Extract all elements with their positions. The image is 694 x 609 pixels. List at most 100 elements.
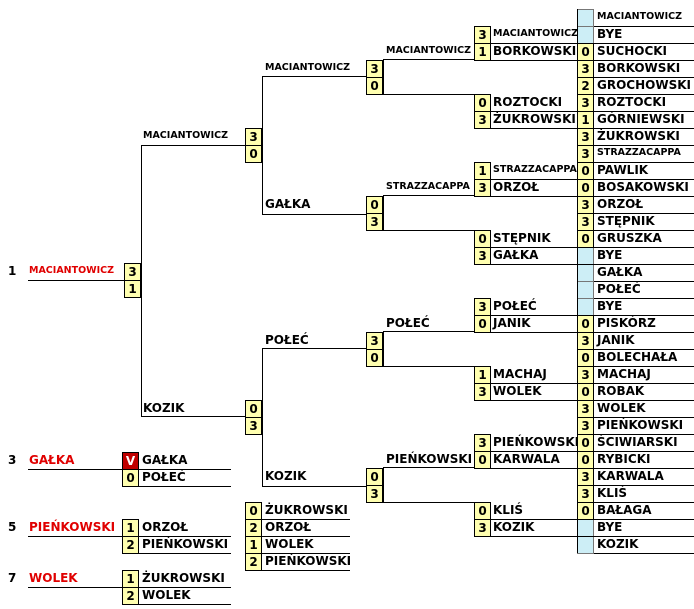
r1-score: 3 — [577, 94, 594, 112]
bracket-line — [262, 214, 366, 215]
r1-line — [594, 213, 694, 214]
competitor-name: KOZIK — [493, 520, 535, 534]
score-box: 3 — [245, 128, 262, 146]
bracket-line — [383, 59, 384, 95]
r1-line — [594, 196, 694, 197]
r1-score: 3 — [577, 332, 594, 350]
finalist-name: MACIANTOWICZ — [143, 130, 229, 141]
r1-score — [577, 281, 594, 299]
advancing-name: POŁEĆ — [386, 316, 430, 330]
final-score: 3 — [124, 263, 141, 281]
score-box: 0 — [366, 468, 383, 486]
score-box: 0 — [474, 451, 491, 469]
r1-competitor: KLIŚ — [597, 486, 628, 500]
competitor-name: GAŁKA — [493, 248, 539, 262]
bracket-line — [383, 331, 384, 367]
r1-line — [594, 434, 694, 435]
semifinal-name: POŁEĆ — [265, 333, 309, 347]
r1-score: 3 — [577, 145, 594, 163]
bracket-line — [491, 247, 594, 248]
bracket-line — [28, 587, 122, 588]
r1-score: 3 — [577, 128, 594, 146]
r1-competitor: KARWALA — [597, 469, 664, 483]
bracket-line — [383, 467, 384, 503]
r1-score: 3 — [577, 468, 594, 486]
r1-competitor: MACIANTOWICZ — [597, 11, 683, 22]
bracket-line — [139, 469, 231, 470]
place-number: 7 — [8, 571, 17, 585]
r1-line — [594, 451, 694, 452]
score-box: 3 — [366, 485, 383, 503]
r1-competitor: POŁEĆ — [597, 282, 641, 296]
competitor-name: ŻUKROWSKI — [142, 571, 225, 585]
score-box: 3 — [474, 519, 491, 537]
bracket-line — [141, 145, 142, 417]
r1-competitor: BORKOWSKI — [597, 61, 681, 75]
r1-score: 0 — [577, 179, 594, 197]
bracket-line — [383, 59, 474, 60]
bracket-line — [491, 383, 594, 384]
r1-competitor: GRUSZKA — [597, 231, 662, 245]
competitor-name: KLIŚ — [493, 503, 524, 517]
bracket-line — [491, 264, 594, 265]
r1-score — [577, 264, 594, 282]
r1-competitor: PAWLIK — [597, 163, 649, 177]
r1-line — [594, 230, 694, 231]
competitor-name: GAŁKA — [142, 453, 188, 467]
r1-competitor: STRAZZACAPPA — [597, 147, 681, 158]
bracket-line — [491, 451, 594, 452]
r1-competitor: BYE — [597, 27, 623, 41]
score-box: 3 — [474, 383, 491, 401]
score-box: 0 — [474, 230, 491, 248]
r1-score: 2 — [577, 77, 594, 95]
winner-line — [28, 280, 124, 281]
competitor-name: POŁEĆ — [142, 470, 186, 484]
r1-line — [594, 145, 694, 146]
bracket-line — [262, 553, 350, 554]
bracket-line — [491, 196, 594, 197]
competitor-name: POŁEĆ — [493, 299, 537, 313]
r1-score — [577, 247, 594, 265]
competitor-name: ŻUKROWSKI — [493, 112, 576, 126]
score-box: 1 — [474, 162, 491, 180]
competitor-name: WOLEK — [493, 384, 542, 398]
bracket-line — [491, 468, 594, 469]
r1-score: 0 — [577, 230, 594, 248]
advancing-name: PIEŃKOWSKI — [386, 452, 473, 466]
score-box: 2 — [245, 519, 262, 537]
bracket-line — [139, 587, 231, 588]
competitor-name: JANIK — [493, 316, 531, 330]
score-box: 3 — [474, 434, 491, 452]
score-box: 0 — [245, 400, 262, 418]
r1-score: 1 — [577, 111, 594, 129]
r1-score: 3 — [577, 366, 594, 384]
r1-line — [594, 553, 694, 554]
score-box: 1 — [474, 366, 491, 384]
score-box: 0 — [366, 349, 383, 367]
score-box: 3 — [474, 111, 491, 129]
score-box: V — [122, 452, 139, 470]
r1-competitor: BOLECHAŁA — [597, 350, 678, 364]
bracket-line — [383, 195, 474, 196]
bracket-line — [139, 604, 231, 605]
placed-name: WOLEK — [29, 571, 78, 585]
bracket-line — [491, 536, 594, 537]
r1-score: 0 — [577, 502, 594, 520]
r1-competitor: KOZIK — [597, 537, 639, 551]
bracket-line — [383, 331, 474, 332]
score-box: 0 — [366, 196, 383, 214]
r1-competitor: MACHAJ — [597, 367, 651, 381]
score-box: 0 — [245, 502, 262, 520]
place-number: 1 — [8, 264, 17, 278]
r1-score: 3 — [577, 196, 594, 214]
bracket-line — [262, 519, 350, 520]
r1-score — [577, 536, 594, 554]
bracket-line — [262, 348, 263, 486]
bracket-line — [262, 536, 350, 537]
bracket-line — [262, 76, 366, 77]
score-box: 2 — [245, 553, 262, 571]
bracket-line — [141, 416, 245, 417]
r1-competitor: GÓRNIEWSKI — [597, 112, 685, 126]
bracket-line — [383, 366, 474, 367]
